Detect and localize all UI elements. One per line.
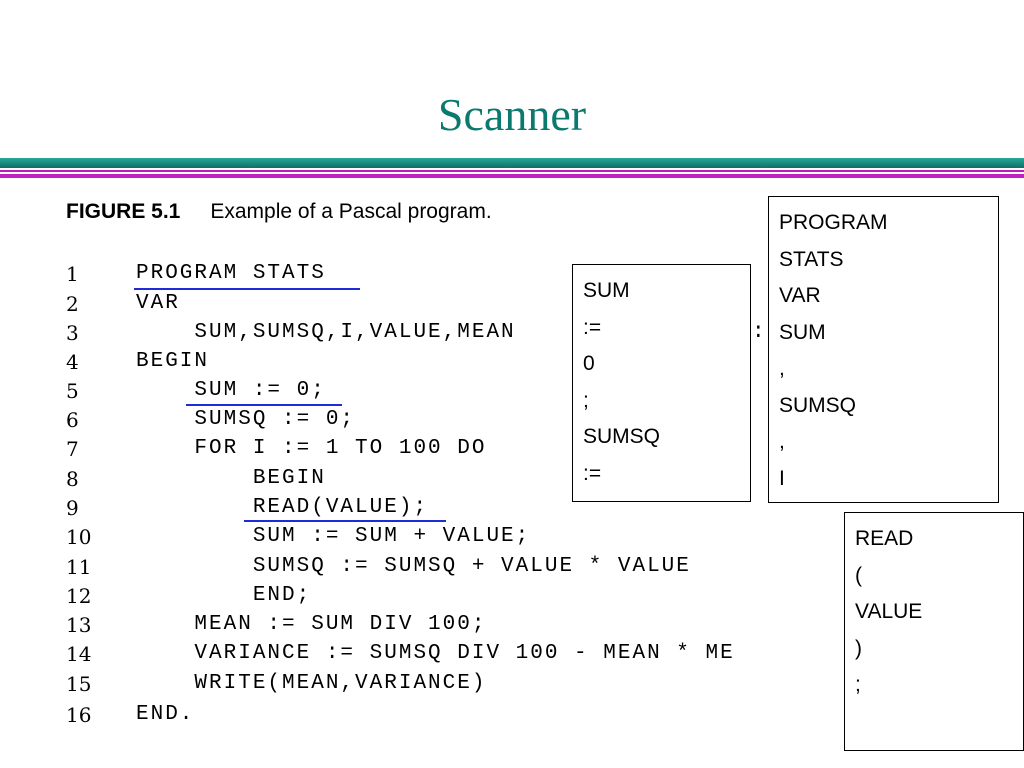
line-code: END. <box>136 703 195 726</box>
token: 0 <box>583 352 595 375</box>
line-number: 1 <box>66 262 79 286</box>
title-rule-teal <box>0 158 1024 168</box>
token: , <box>779 430 785 453</box>
token-box-read: READ ( VALUE ) ; <box>844 512 1024 751</box>
figure: FIGURE 5.1 Example of a Pascal program. 1… <box>66 200 846 740</box>
figure-caption: FIGURE 5.1 Example of a Pascal program. <box>66 200 492 224</box>
line-number: 9 <box>66 496 79 520</box>
token: , <box>779 357 785 380</box>
line-code: END; <box>136 584 312 607</box>
line-number: 16 <box>66 703 92 727</box>
title-rule-magenta <box>0 174 1024 178</box>
line-number: 15 <box>66 672 92 696</box>
line-code: VARIANCE := SUMSQ DIV 100 - MEAN * ME <box>136 642 735 665</box>
token: ; <box>583 388 589 412</box>
line-number: 10 <box>66 525 92 549</box>
line-number: 8 <box>66 467 79 491</box>
token: SUMSQ <box>583 425 661 448</box>
underline-read-value <box>244 520 446 522</box>
line-code: BEGIN <box>136 467 326 490</box>
token: ) <box>855 636 862 660</box>
line-number: 14 <box>66 642 92 666</box>
line-number: 7 <box>66 437 79 461</box>
token: VALUE <box>855 600 923 623</box>
token: STATS <box>779 247 844 271</box>
line-code: WRITE(MEAN,VARIANCE) <box>136 672 487 695</box>
token: READ <box>855 527 914 550</box>
line-code: BEGIN <box>136 350 210 373</box>
figure-label: FIGURE 5.1 <box>66 200 181 223</box>
token: ( <box>855 563 862 587</box>
line-code: VAR <box>136 292 180 315</box>
line-code: SUMSQ := 0; <box>136 408 356 431</box>
underline-program-stats <box>134 288 360 290</box>
figure-caption-text: Example of a Pascal program. <box>210 200 492 223</box>
line-code: PROGRAM STATS <box>136 262 326 285</box>
token-box-sum: SUM := 0 ; SUMSQ := <box>572 264 751 502</box>
line-code: MEAN := SUM DIV 100; <box>136 613 487 636</box>
line-number: 11 <box>66 555 92 579</box>
partial-colon: : <box>752 321 765 344</box>
line-number: 13 <box>66 613 92 637</box>
underline-sum-assign <box>186 404 342 406</box>
line-code: FOR I := 1 TO 100 DO <box>136 437 487 460</box>
token: := <box>583 461 602 485</box>
line-code: SUM,SUMSQ,I,VALUE,MEAN <box>136 321 516 344</box>
line-code: SUMSQ := SUMSQ + VALUE * VALUE <box>136 555 691 578</box>
token: VAR <box>779 284 821 307</box>
token: ; <box>855 673 861 696</box>
token: := <box>583 315 602 339</box>
token-box-program: PROGRAM STATS VAR SUM , SUMSQ , I <box>768 196 999 503</box>
line-number: 5 <box>66 379 79 403</box>
line-number: 6 <box>66 408 79 432</box>
token: SUM <box>583 279 630 302</box>
line-code: SUM := SUM + VALUE; <box>136 525 531 548</box>
line-code: READ(VALUE); <box>136 496 429 519</box>
token: PROGRAM <box>779 211 888 234</box>
token: SUMSQ <box>779 393 857 417</box>
title-rule-magenta-thin <box>0 170 1024 172</box>
slide-title: Scanner <box>437 89 587 140</box>
token: SUM <box>779 320 826 344</box>
line-code: SUM := 0; <box>136 379 326 402</box>
line-number: 2 <box>66 292 79 316</box>
line-number: 4 <box>66 350 79 374</box>
line-number: 3 <box>66 321 79 345</box>
token: I <box>779 466 785 490</box>
line-number: 12 <box>66 584 92 608</box>
